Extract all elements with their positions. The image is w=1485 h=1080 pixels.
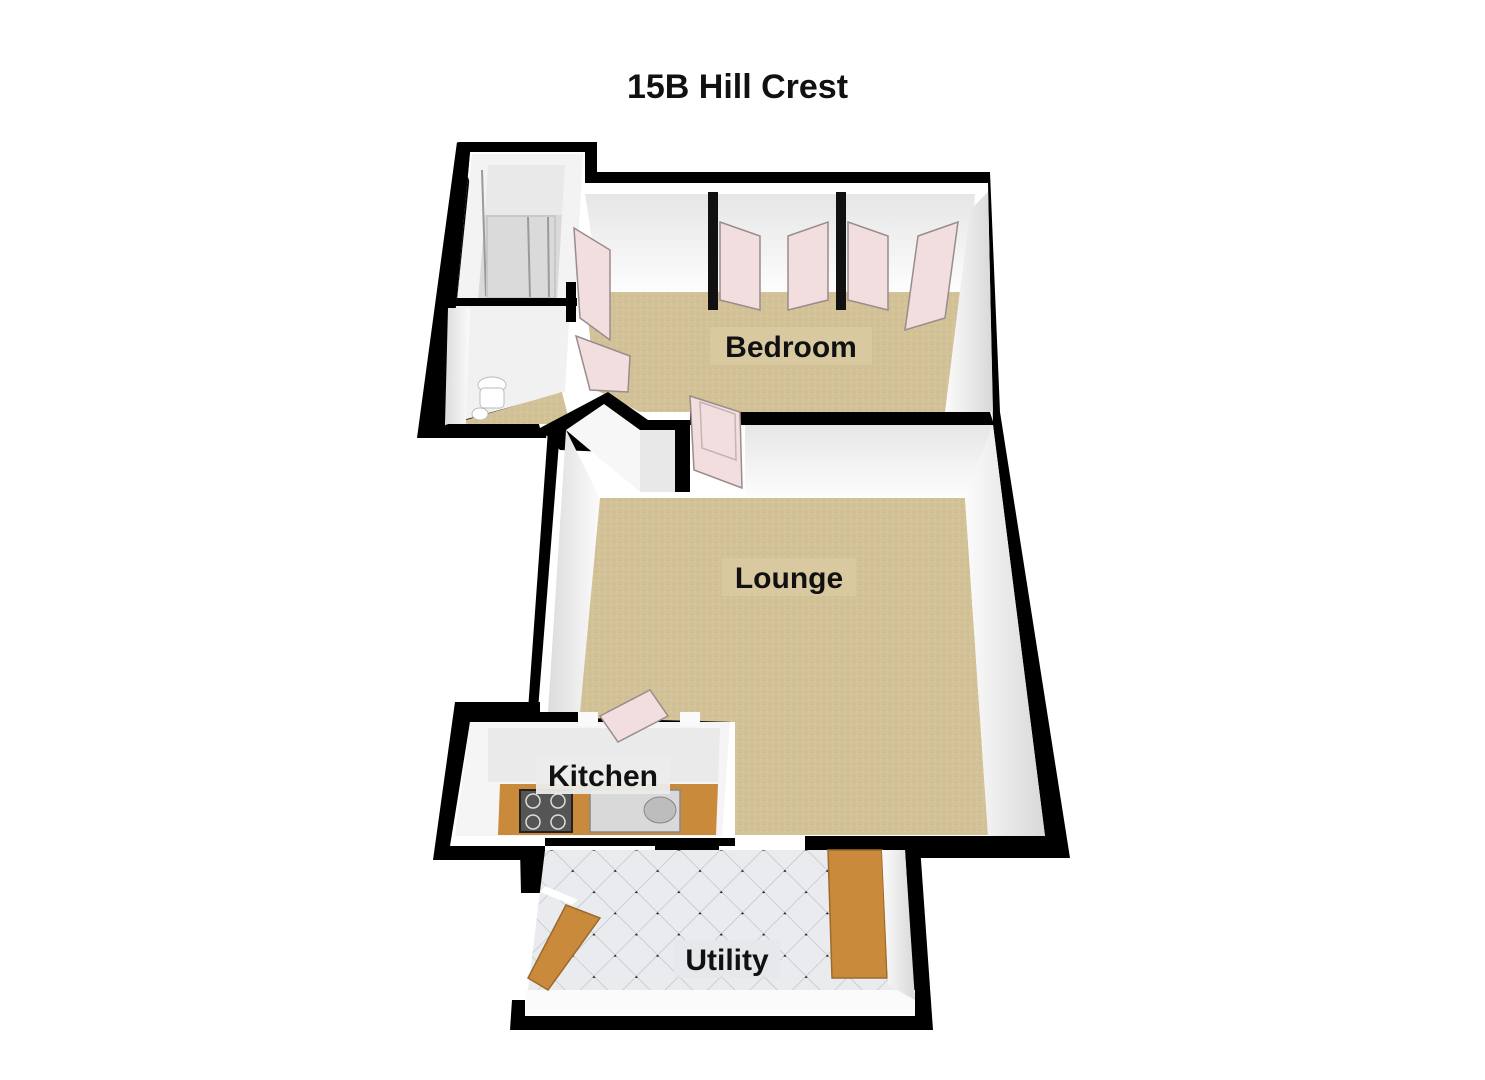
bedroom [566, 192, 993, 412]
lounge [548, 425, 1045, 836]
shower-room [457, 154, 583, 300]
room-label-bedroom: Bedroom [725, 331, 857, 364]
utility [525, 849, 915, 1015]
room-label-utility: Utility [685, 944, 769, 977]
room-label-lounge: Lounge [735, 562, 843, 595]
plan-title: 15B Hill Crest [626, 68, 849, 106]
wc-room [445, 306, 570, 425]
room-label-kitchen: Kitchen [548, 760, 658, 793]
